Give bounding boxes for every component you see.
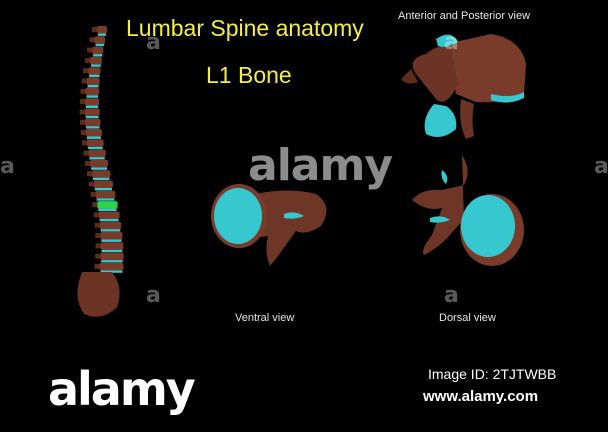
bone-subtitle: L1 Bone bbox=[206, 62, 292, 88]
spine-process bbox=[92, 27, 97, 32]
spine-process bbox=[94, 222, 100, 228]
spine-disc bbox=[87, 85, 99, 88]
spine-vertebra bbox=[99, 262, 124, 271]
spine-disc bbox=[98, 208, 117, 211]
footer-bar bbox=[0, 345, 608, 432]
spine-process bbox=[81, 140, 87, 146]
spine-disc bbox=[94, 188, 112, 191]
spine-disc bbox=[101, 239, 122, 242]
spine-vertebra bbox=[100, 252, 124, 261]
spine-process bbox=[95, 253, 101, 259]
spine-process bbox=[92, 202, 98, 208]
spine-disc bbox=[85, 115, 99, 119]
spine-disc bbox=[85, 105, 99, 108]
anterior-posterior-view-label: Anterior and Posterior view bbox=[398, 10, 531, 22]
spine-disc bbox=[95, 43, 105, 47]
spine-vertebra bbox=[85, 87, 100, 96]
spine-process bbox=[87, 47, 93, 53]
spine-vertebra bbox=[85, 118, 101, 127]
spine-process bbox=[95, 233, 101, 238]
spine-disc bbox=[92, 177, 110, 181]
spine-process bbox=[80, 88, 86, 94]
spine-process bbox=[80, 119, 86, 125]
spine-vertebra bbox=[100, 232, 123, 240]
spine-disc bbox=[90, 64, 101, 67]
spine-column-illustration bbox=[77, 26, 124, 317]
spine-disc bbox=[96, 198, 115, 201]
spine-vertebra bbox=[92, 46, 104, 55]
spine-process bbox=[93, 212, 99, 218]
spine-disc bbox=[101, 249, 123, 253]
spine-disc bbox=[100, 270, 123, 273]
spine-process bbox=[81, 78, 87, 84]
spine-disc bbox=[86, 136, 101, 139]
vertebra-dorsal-view-illustration bbox=[412, 155, 524, 266]
watermark-center: alamy bbox=[248, 140, 393, 191]
spine-process bbox=[94, 263, 100, 269]
illustration-scene: Lumbar Spine anatomy L1 Bone Anterior an… bbox=[0, 10, 608, 324]
spine-process bbox=[83, 150, 89, 156]
spine-process bbox=[89, 37, 95, 43]
spine-disc bbox=[98, 33, 106, 36]
spine-disc bbox=[93, 54, 103, 57]
spine-disc bbox=[101, 260, 123, 263]
spine-vertebra bbox=[95, 190, 116, 199]
alamy-logo: alamy bbox=[48, 362, 196, 416]
watermark-letter-bottom-left: a bbox=[146, 283, 161, 308]
spine-vertebra bbox=[89, 56, 102, 65]
watermark-letter-bottom-right: a bbox=[444, 283, 459, 308]
spine-vertebra bbox=[84, 98, 100, 106]
spine-vertebra bbox=[98, 211, 120, 219]
spine-vertebra bbox=[97, 201, 118, 209]
watermark-letter-right: a bbox=[594, 154, 608, 179]
spine-disc bbox=[89, 157, 105, 160]
spine-process bbox=[88, 181, 94, 187]
watermark-letter-top-right: a bbox=[444, 30, 459, 55]
spine-vertebra bbox=[90, 159, 108, 168]
spine-disc bbox=[89, 74, 100, 78]
spine-disc bbox=[86, 126, 100, 129]
spine-vertebra bbox=[86, 139, 104, 147]
spine-vertebra bbox=[88, 67, 101, 75]
spine-vertebra bbox=[94, 36, 106, 44]
spine-disc bbox=[87, 146, 103, 150]
spine-disc bbox=[100, 229, 121, 232]
spine-process bbox=[83, 68, 89, 74]
spine-disc bbox=[91, 167, 107, 170]
spine-process bbox=[84, 57, 90, 63]
watermark-letter-top-left: a bbox=[146, 30, 161, 55]
spine-vertebra bbox=[93, 180, 113, 188]
spine-process bbox=[85, 160, 91, 166]
spine-vertebra bbox=[97, 26, 107, 34]
vertebra-anterior-posterior-illustration bbox=[401, 34, 526, 139]
website-link[interactable]: www.alamy.com bbox=[423, 388, 539, 405]
dorsal-view-label: Dorsal view bbox=[439, 312, 496, 324]
watermark-letter-left: a bbox=[0, 154, 15, 179]
spine-disc bbox=[99, 218, 119, 222]
spine-process bbox=[79, 99, 85, 105]
spine-vertebra bbox=[86, 77, 100, 85]
vertebra-ventral-view-illustration bbox=[211, 184, 327, 266]
ventral-view-label: Ventral view bbox=[235, 312, 295, 324]
spine-disc bbox=[86, 95, 99, 98]
spine-vertebra bbox=[91, 170, 111, 178]
spine-process bbox=[95, 243, 101, 249]
spine-vertebra bbox=[84, 108, 100, 116]
image-id-text: Image ID: 2TJTWBB bbox=[428, 366, 557, 382]
spine-vertebra bbox=[88, 149, 106, 158]
spine-process bbox=[90, 191, 96, 197]
page-title: Lumbar Spine anatomy bbox=[126, 15, 364, 41]
spine-vertebra bbox=[85, 129, 102, 137]
spine-process bbox=[80, 130, 86, 135]
spine-process bbox=[79, 109, 85, 115]
spine-vertebra bbox=[100, 242, 124, 250]
spine-vertebra bbox=[99, 221, 122, 230]
spine-process bbox=[86, 171, 92, 177]
